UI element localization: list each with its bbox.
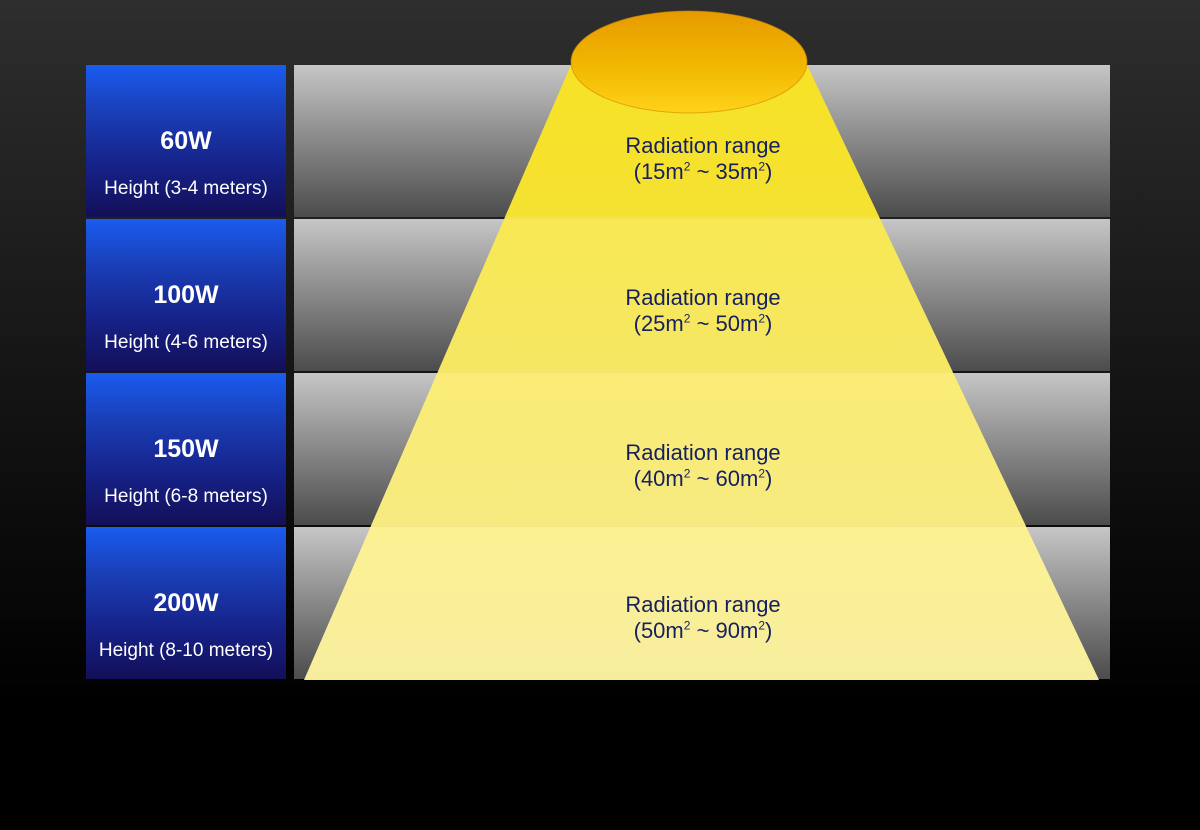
mounting-height-label: Height (4-6 meters) [104,332,268,353]
radiation-range-title: Radiation range [625,440,781,465]
radiation-range-row-4: Radiation range (50m2 ~ 90m2) [503,592,903,644]
radiation-range-title: Radiation range [625,285,781,310]
mounting-height-label: Height (8-10 meters) [98,640,274,661]
wattage-label: 200W [153,589,219,617]
wattage-label: 150W [153,435,219,463]
mounting-height-label: Height (3-4 meters) [104,178,268,199]
wattage-label: 60W [160,127,212,155]
lamp-icon [571,11,807,113]
radiation-range-value: (50m2 ~ 90m2) [633,618,773,643]
wattage-label: 100W [153,281,219,309]
light-cone [304,65,1099,680]
label-cell-200w: 200W Height (8-10 meters) [86,527,286,679]
radiation-range-row-1: Radiation range (15m2 ~ 35m2) [503,133,903,185]
radiation-range-title: Radiation range [625,592,781,617]
radiation-range-title: Radiation range [625,133,781,158]
label-cell-60w: 60W Height (3-4 meters) [86,65,286,217]
label-cell-150w: 150W Height (6-8 meters) [86,373,286,525]
radiation-range-row-2: Radiation range (25m2 ~ 50m2) [503,285,903,337]
radiation-range-value: (25m2 ~ 50m2) [633,311,773,336]
radiation-range-value: (40m2 ~ 60m2) [633,466,773,491]
mounting-height-label: Height (6-8 meters) [104,486,268,507]
radiation-range-value: (15m2 ~ 35m2) [633,159,773,184]
label-cell-100w: 100W Height (4-6 meters) [86,219,286,371]
radiation-range-row-3: Radiation range (40m2 ~ 60m2) [503,440,903,492]
